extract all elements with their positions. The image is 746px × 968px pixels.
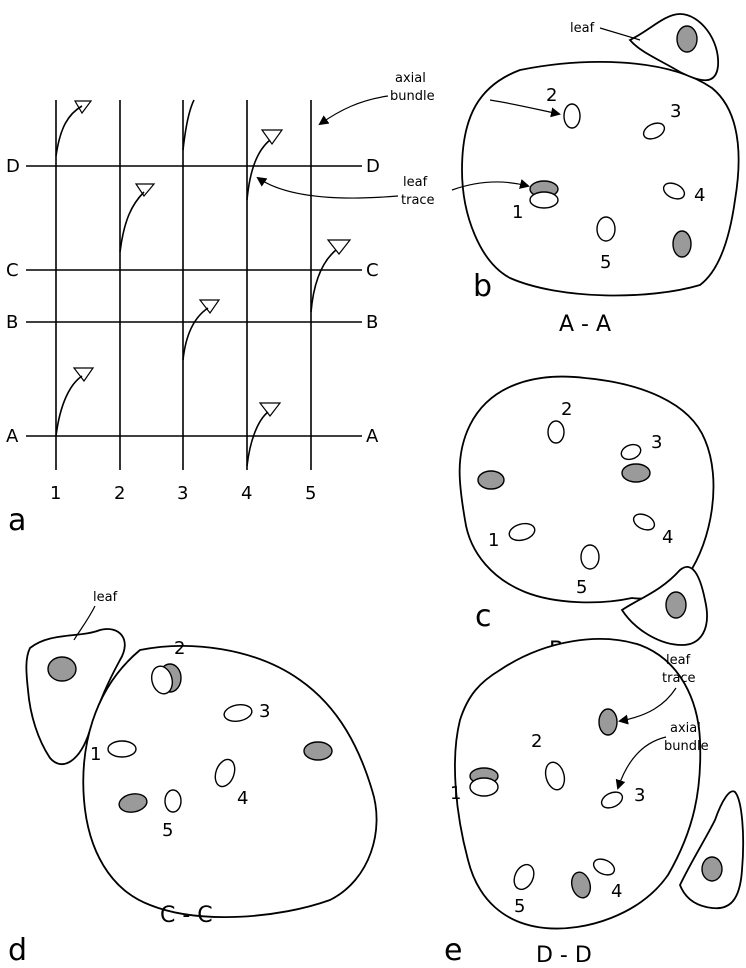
row-label-A-right: A <box>366 426 379 447</box>
leaf-trace-3-mid <box>183 300 219 360</box>
leaf-trace-5 <box>311 240 350 312</box>
leaf-label-b: leaf <box>570 21 595 36</box>
panel-letter-d: d <box>8 933 27 968</box>
leaf-trace-in-leaf-e <box>702 857 722 881</box>
bundle-label-5-d: 5 <box>162 820 173 841</box>
panel-b-section: 2 3 4 5 1 leaf axial bundle leaf trace b… <box>258 14 739 337</box>
row-label-A-left: A <box>6 426 19 447</box>
panel-letter-e: e <box>444 933 462 968</box>
bundle-label-1-c: 1 <box>488 530 499 551</box>
column-label-5: 5 <box>305 483 316 504</box>
bundle-label-3-b: 3 <box>670 101 681 122</box>
leaf-label-d: leaf <box>93 590 118 605</box>
panel-c-section: 2 3 4 5 1 c B - B <box>460 377 714 663</box>
axial-bundle-2-b <box>564 104 580 128</box>
leaf-trace-1-bottom <box>56 368 93 436</box>
axial-label-b-line2: bundle <box>390 89 435 104</box>
axial-label-b-line1: axial <box>395 71 426 86</box>
bundle-label-3-d: 3 <box>259 701 270 722</box>
leaf-trace-d-right <box>304 742 332 760</box>
trace-arrow-to-grid <box>258 178 398 198</box>
bundle-label-4-c: 4 <box>662 527 673 548</box>
leaf-trace-in-leaf-c <box>666 592 686 618</box>
axial-arrow-to-grid <box>320 96 388 124</box>
bundle-label-2-c: 2 <box>561 399 572 420</box>
row-label-D-right: D <box>366 156 380 177</box>
section-label-d: C - C <box>160 903 213 928</box>
trace-label-b-line2: trace <box>401 193 435 208</box>
axial-label-e-line2: bundle <box>664 739 709 754</box>
axial-bundle-1-e <box>470 778 498 796</box>
section-label-e: D - D <box>536 943 592 968</box>
bundle-label-3-e: 3 <box>634 785 645 806</box>
leaf-trace-top-e <box>599 709 617 735</box>
bundle-label-2-e: 2 <box>531 731 542 752</box>
row-label-C-right: C <box>366 260 379 281</box>
panel-e-section: 2 3 4 5 1 leaf trace axial bundle e D - … <box>444 639 743 968</box>
column-label-4: 4 <box>241 483 252 504</box>
row-label-C-left: C <box>6 260 19 281</box>
leaf-trace-4-bottom <box>247 403 280 466</box>
axial-bundle-5-b <box>597 217 615 241</box>
panel-d-section: 2 3 4 5 1 leaf d C - C <box>8 590 377 968</box>
leaf-trace-4-top <box>247 130 282 200</box>
trace-label-b-line1: leaf <box>403 175 428 190</box>
bundle-label-5-b: 5 <box>600 252 611 273</box>
leaf-trace-3-c <box>622 464 650 482</box>
panel-letter-c: c <box>475 599 492 634</box>
bundle-label-1-d: 1 <box>90 744 101 765</box>
section-label-b: A - A <box>559 312 611 337</box>
panel-letter-a: a <box>8 503 26 538</box>
column-label-1: 1 <box>50 483 61 504</box>
axial-bundle-5-c <box>581 545 599 569</box>
column-label-3: 3 <box>177 483 188 504</box>
bundle-label-4-e: 4 <box>611 881 622 902</box>
leaf-trace-3-top <box>183 100 194 150</box>
bundle-label-1-b: 1 <box>512 202 523 223</box>
panel-a-grid: D C B A D C B A 1 2 3 4 5 <box>6 100 380 538</box>
row-label-B-right: B <box>366 312 378 333</box>
leaf-trace-in-leaf-d <box>48 657 76 681</box>
bundle-label-5-c: 5 <box>576 577 587 598</box>
bundle-label-3-c: 3 <box>651 432 662 453</box>
leaf-trace-in-leaf-b <box>677 26 697 52</box>
row-label-D-left: D <box>6 156 20 177</box>
bundle-label-2-d: 2 <box>174 638 185 659</box>
bundle-label-5-e: 5 <box>514 896 525 917</box>
axial-label-e-line1: axial <box>670 721 701 736</box>
leaf-pointer-b <box>600 28 640 40</box>
bundle-label-2-b: 2 <box>546 85 557 106</box>
axial-bundle-1-b <box>530 192 558 208</box>
trace-label-e-line2: trace <box>662 671 696 686</box>
axial-bundle-1-d <box>108 741 136 757</box>
leaf-trace-b <box>673 231 691 257</box>
panel-letter-b: b <box>473 269 492 304</box>
axial-bundle-5-d <box>165 790 181 812</box>
axial-bundle-2-c <box>548 421 564 443</box>
leaf-trace-1-top <box>56 101 91 156</box>
column-label-2: 2 <box>114 483 125 504</box>
bundle-label-4-d: 4 <box>237 788 248 809</box>
leaf-trace-2 <box>120 184 154 252</box>
bundle-label-4-b: 4 <box>694 185 705 206</box>
trace-label-e-line1: leaf <box>666 653 691 668</box>
leaf-trace-c <box>478 471 504 489</box>
row-label-B-left: B <box>6 312 18 333</box>
bundle-label-1-e: 1 <box>450 783 461 804</box>
